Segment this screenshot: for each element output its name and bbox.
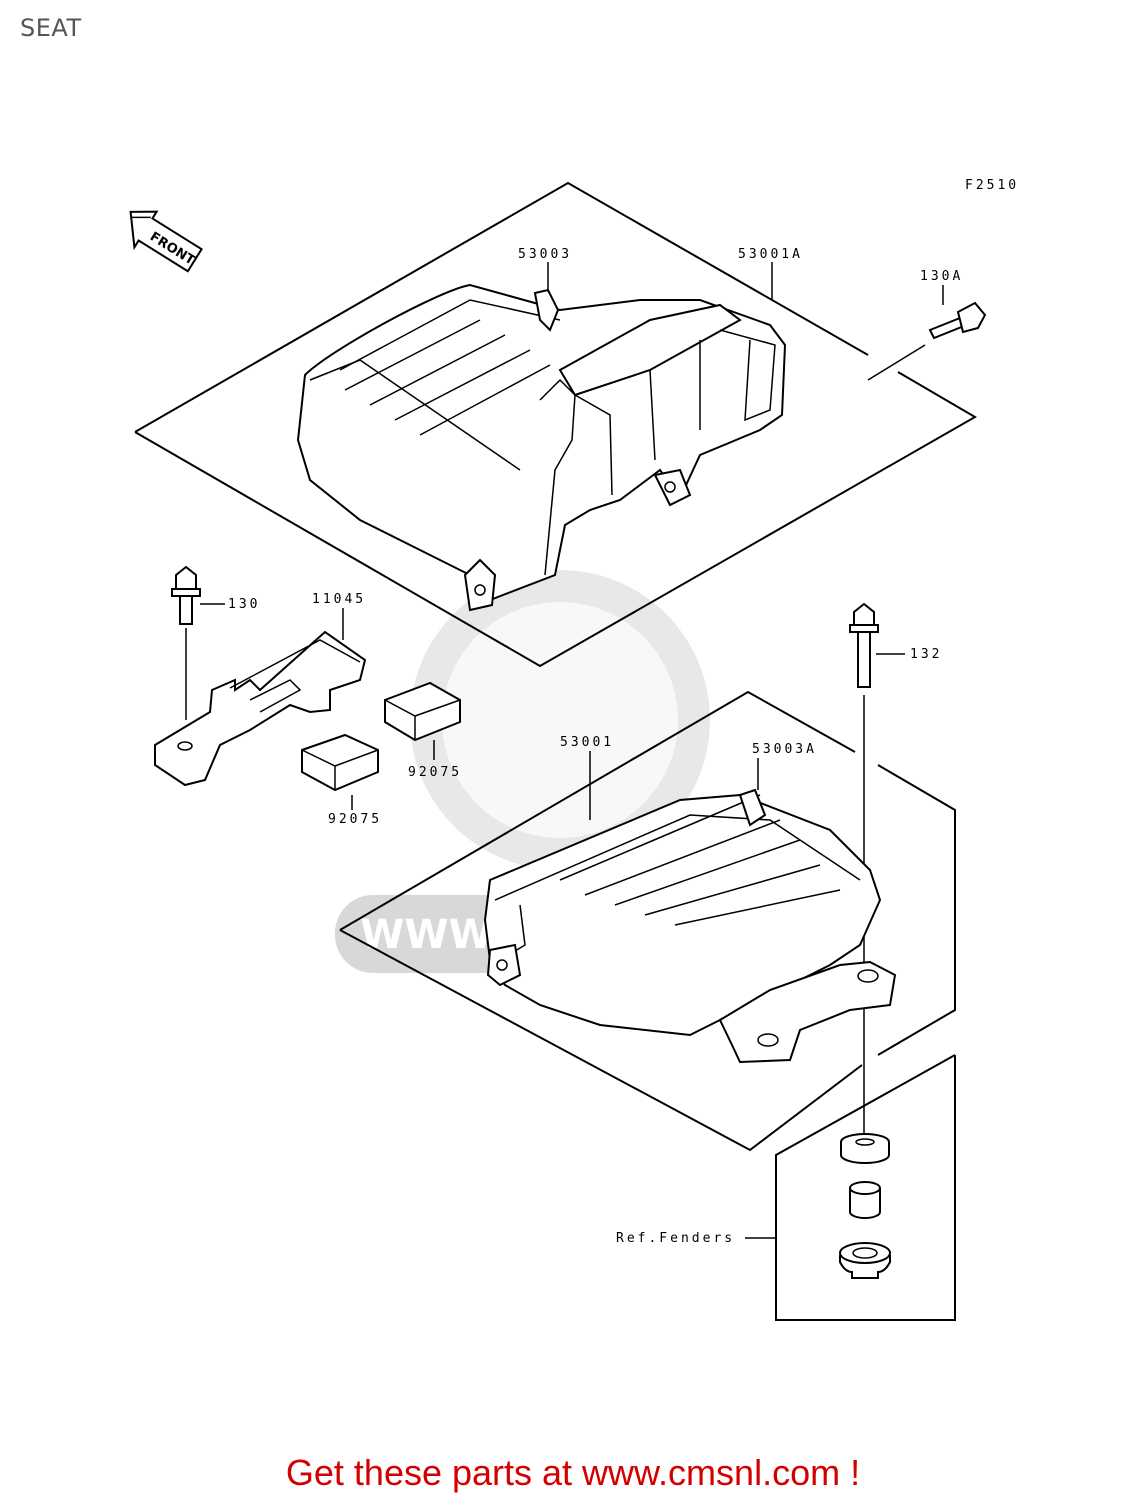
callout-132: 132: [910, 647, 942, 662]
callout-53001: 53001: [560, 735, 614, 750]
callout-92075-a: 92075: [408, 765, 462, 780]
washer-part: [840, 1133, 890, 1164]
ref-code: F2510: [965, 178, 1019, 193]
callout-11045: 11045: [312, 592, 366, 607]
exploded-parts-diagram: WWW.CMSNL.COM F2510 FRONT 53003 53001A 1…: [129, 178, 1019, 1321]
upper-seat-frame: [134, 181, 977, 668]
bolt-130A: [867, 301, 987, 381]
page-title: SEAT: [20, 14, 82, 42]
callout-130: 130: [228, 597, 260, 612]
front-seat-53001: [483, 788, 897, 1064]
bolt-130: [171, 565, 201, 720]
callout-130A: 130A: [920, 269, 963, 284]
front-arrow-icon: FRONT: [129, 210, 203, 273]
damper-92075-upper: [384, 681, 461, 760]
callout-53003A: 53003A: [752, 742, 817, 757]
cta-footer[interactable]: Get these parts at www.cmsnl.com !: [285, 1452, 861, 1493]
callout-53001A: 53001A: [738, 247, 803, 262]
callout-ref-fenders: Ref.Fenders: [616, 1231, 735, 1246]
collar-part: [849, 1181, 881, 1219]
bracket-11045: [154, 630, 367, 787]
rear-seat-53001A: [296, 283, 787, 612]
callout-53003: 53003: [518, 247, 572, 262]
ref-fenders-box: [745, 1054, 956, 1321]
damper-92075-lower: [301, 733, 379, 810]
grommet-part: [839, 1242, 891, 1279]
lower-seat-frame: [339, 690, 956, 1152]
callout-92075-b: 92075: [328, 812, 382, 827]
